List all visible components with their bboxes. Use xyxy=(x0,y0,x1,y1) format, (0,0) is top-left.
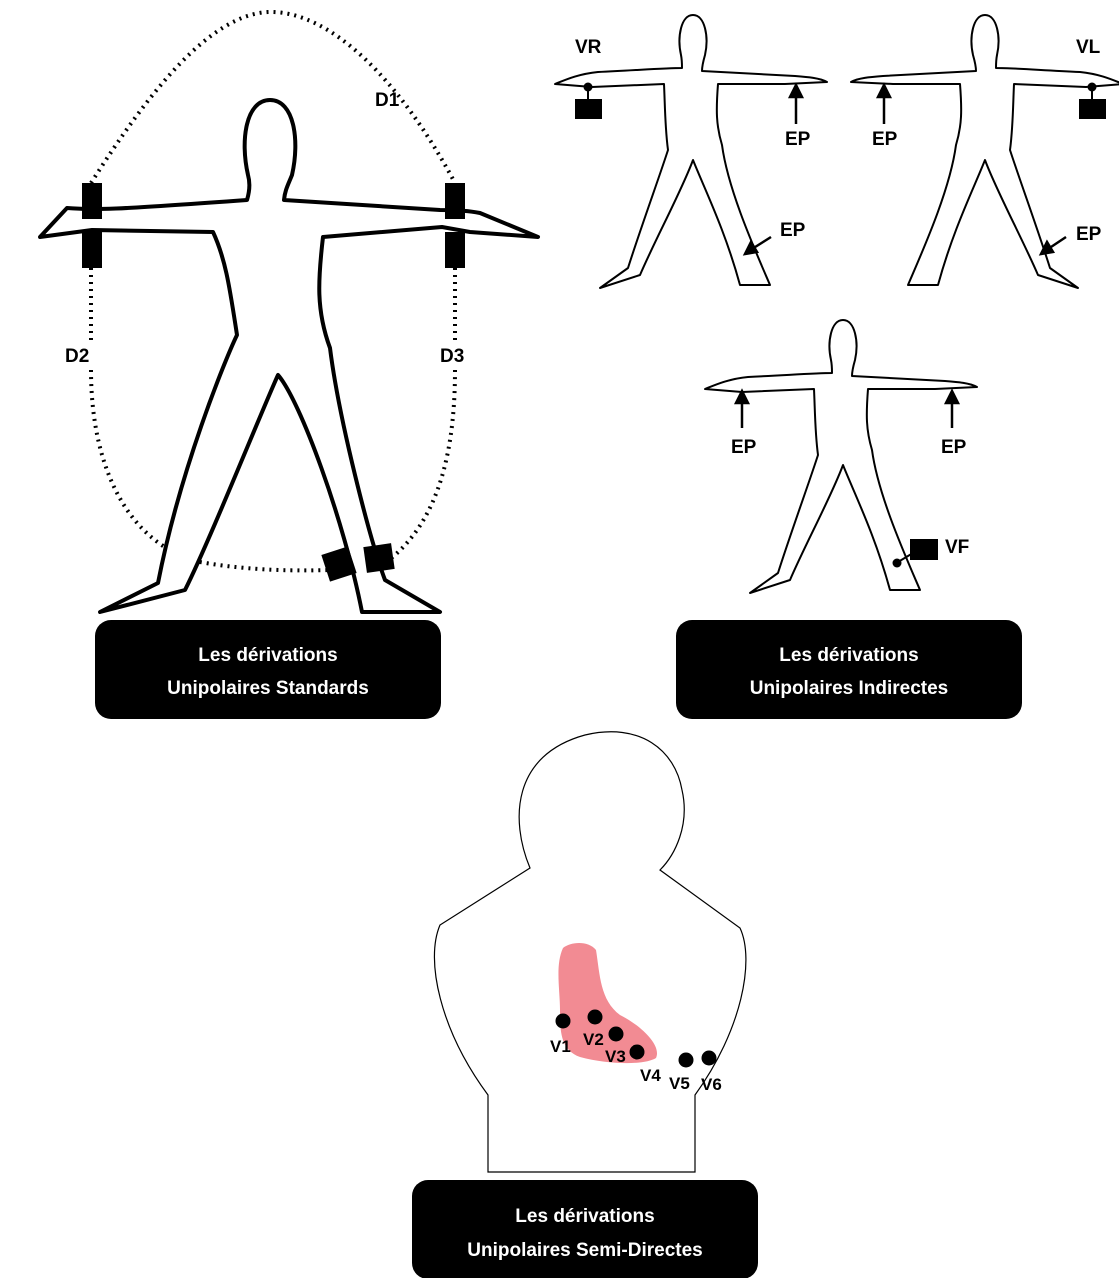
vf-ep-left-arm: EP xyxy=(941,437,967,458)
vr-figure: VR EP EP xyxy=(555,15,827,288)
d3-label: D3 xyxy=(440,346,464,367)
vr-ep-leg: EP xyxy=(780,220,806,241)
vl-electrode xyxy=(1079,99,1106,119)
electrode-v2[interactable] xyxy=(588,1010,603,1025)
d1-label: D1 xyxy=(375,90,400,111)
vl-label: VL xyxy=(1076,37,1101,58)
d2-label: D2 xyxy=(65,346,89,367)
electrode-v6[interactable] xyxy=(702,1051,717,1066)
electrode-label-v3: V3 xyxy=(605,1047,626,1066)
electrode-right-arm-bottom xyxy=(82,232,102,268)
electrode-v4[interactable] xyxy=(630,1045,645,1060)
standard-caption-box xyxy=(95,620,441,719)
electrode-label-v1: V1 xyxy=(550,1037,571,1056)
electrode-left-arm-bottom xyxy=(445,232,465,268)
semi-direct-caption-line2: Unipolaires Semi-Directes xyxy=(467,1240,702,1261)
indirect-caption-line2: Unipolaires Indirectes xyxy=(750,678,949,699)
indirect-caption-box xyxy=(676,620,1022,719)
vr-ep-arm: EP xyxy=(785,129,811,150)
vf-label: VF xyxy=(945,537,969,558)
standard-leads-panel: D1 D2 D3 Les dérivations Unipolaires Sta… xyxy=(40,12,538,719)
electrode-v1[interactable] xyxy=(556,1014,571,1029)
electrode-label-v4: V4 xyxy=(640,1066,661,1085)
vf-figure: VF EP EP xyxy=(705,320,977,593)
semi-direct-caption-box xyxy=(412,1180,758,1278)
indirect-caption-line1: Les dérivations xyxy=(779,645,918,666)
indirect-leads-panel: VR EP EP VL EP EP xyxy=(555,15,1119,719)
vf-electrode xyxy=(910,539,938,560)
electrode-label-v2: V2 xyxy=(583,1030,604,1049)
vl-figure: VL EP EP xyxy=(851,15,1119,288)
vr-label: VR xyxy=(575,37,602,58)
vl-ep-arm: EP xyxy=(872,129,898,150)
electrode-label-v5: V5 xyxy=(669,1074,690,1093)
vr-electrode xyxy=(575,99,602,119)
semi-direct-caption-line1: Les dérivations xyxy=(515,1206,654,1227)
electrode-label-v6: V6 xyxy=(701,1075,722,1094)
electrode-v3[interactable] xyxy=(609,1027,624,1042)
vl-ep-leg: EP xyxy=(1076,224,1102,245)
electrode-left-arm-top xyxy=(445,183,465,219)
vf-ep-right-arm: EP xyxy=(731,437,757,458)
standard-caption-line1: Les dérivations xyxy=(198,645,337,666)
electrode-v5[interactable] xyxy=(679,1053,694,1068)
electrode-leg-right xyxy=(363,543,394,573)
d3-wire xyxy=(385,268,455,563)
standard-caption-line2: Unipolaires Standards xyxy=(167,678,369,699)
electrode-right-arm-top xyxy=(82,183,102,219)
